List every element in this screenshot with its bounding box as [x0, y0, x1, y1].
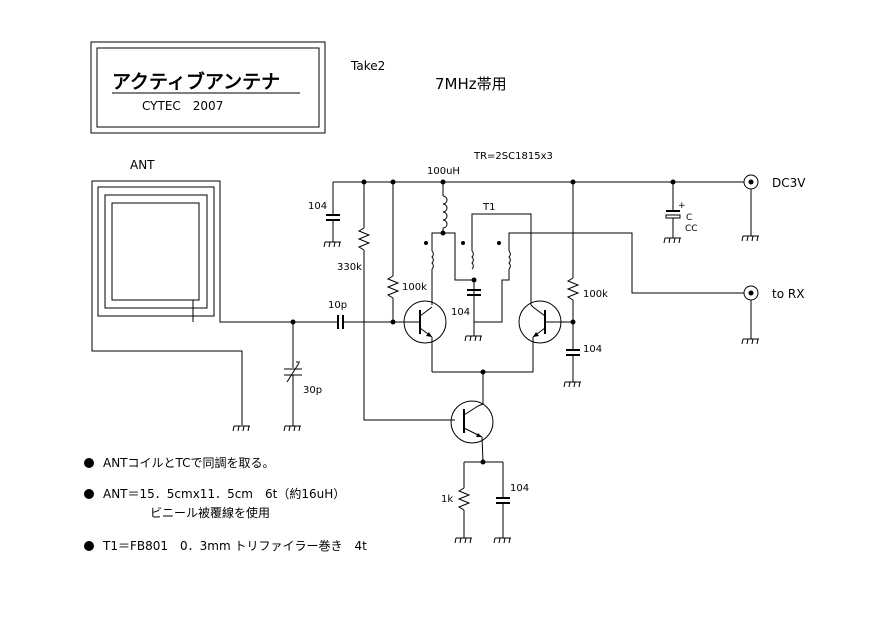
res-1k-label: 1k — [441, 494, 453, 505]
inductor-label: 100uH — [427, 166, 460, 177]
cc-label-top: C — [686, 213, 692, 223]
resistor-100k-right — [566, 277, 580, 301]
cap-10p-label: 10p — [328, 300, 347, 311]
transistor-q3 — [450, 400, 494, 444]
resistor-100k-left — [386, 275, 400, 299]
cc-label-bottom: CC — [685, 224, 698, 234]
svg-text:+: + — [678, 201, 686, 211]
res-330k-label: 330k — [337, 262, 362, 273]
transistor-q2 — [518, 300, 562, 372]
note-item: ビニール被覆線を使用 — [150, 505, 270, 520]
version-text: Take2 — [350, 59, 385, 73]
ground-symbol — [493, 537, 511, 544]
capacitor-104-supply — [326, 214, 340, 221]
electrolytic-capacitor: + — [665, 201, 686, 219]
title-box: アクティブアンテナ CYTEC 2007 — [90, 41, 326, 134]
ground-symbol — [663, 237, 681, 244]
cap-104-label-c: 104 — [583, 344, 602, 355]
rx-output-connector — [741, 285, 759, 345]
res-100k-label-a: 100k — [402, 282, 427, 293]
res-100k-label-b: 100k — [583, 289, 608, 300]
ground-symbol — [283, 425, 301, 432]
ant-label: ANT — [130, 158, 155, 172]
resistor-330k — [357, 227, 371, 251]
bullet-icon — [84, 541, 94, 551]
band-text: 7MHz帯用 — [435, 75, 507, 93]
ground-symbol — [563, 381, 581, 388]
capacitor-104-emitter — [496, 497, 510, 504]
ground-symbol — [464, 335, 482, 342]
note-item: ANTコイルとTCで同調を取る。 — [103, 456, 275, 470]
dc3v-connector — [741, 174, 759, 242]
notes: ANTコイルとTCで同調を取る。 ANT＝15．5cmx11．5cm 6t（約1… — [84, 456, 367, 553]
dc3v-label: DC3V — [772, 176, 806, 190]
bullet-icon — [84, 458, 94, 468]
subtitle-text: CYTEC 2007 — [142, 99, 223, 113]
resistor-1k — [457, 487, 471, 511]
capacitor-104-right — [566, 349, 580, 356]
cap-30p-label: 30p — [303, 385, 322, 396]
note-item: T1＝FB801 0．3mm トリファイラー巻き 4t — [102, 539, 367, 553]
antenna-loop: ANT — [91, 158, 293, 425]
ground-symbol — [323, 241, 341, 248]
cap-104-label-d: 104 — [510, 483, 529, 494]
title-text: アクティブアンテナ — [112, 70, 280, 93]
to-rx-label: to RX — [772, 287, 804, 301]
ground-symbol — [454, 537, 472, 544]
bullet-icon — [84, 489, 94, 499]
ground-symbol — [232, 425, 250, 432]
cap-104-label-a: 104 — [308, 201, 327, 212]
inductor-100uh — [442, 195, 448, 229]
note-item: ANT＝15．5cmx11．5cm 6t（約16uH） — [103, 486, 345, 501]
transistor-spec: TR=2SC1815x3 — [473, 151, 553, 162]
cap-104-label-b: 104 — [451, 307, 470, 318]
t1-label: T1 — [482, 202, 495, 213]
capacitor-10p — [337, 315, 344, 329]
transistor-q1 — [403, 300, 447, 372]
